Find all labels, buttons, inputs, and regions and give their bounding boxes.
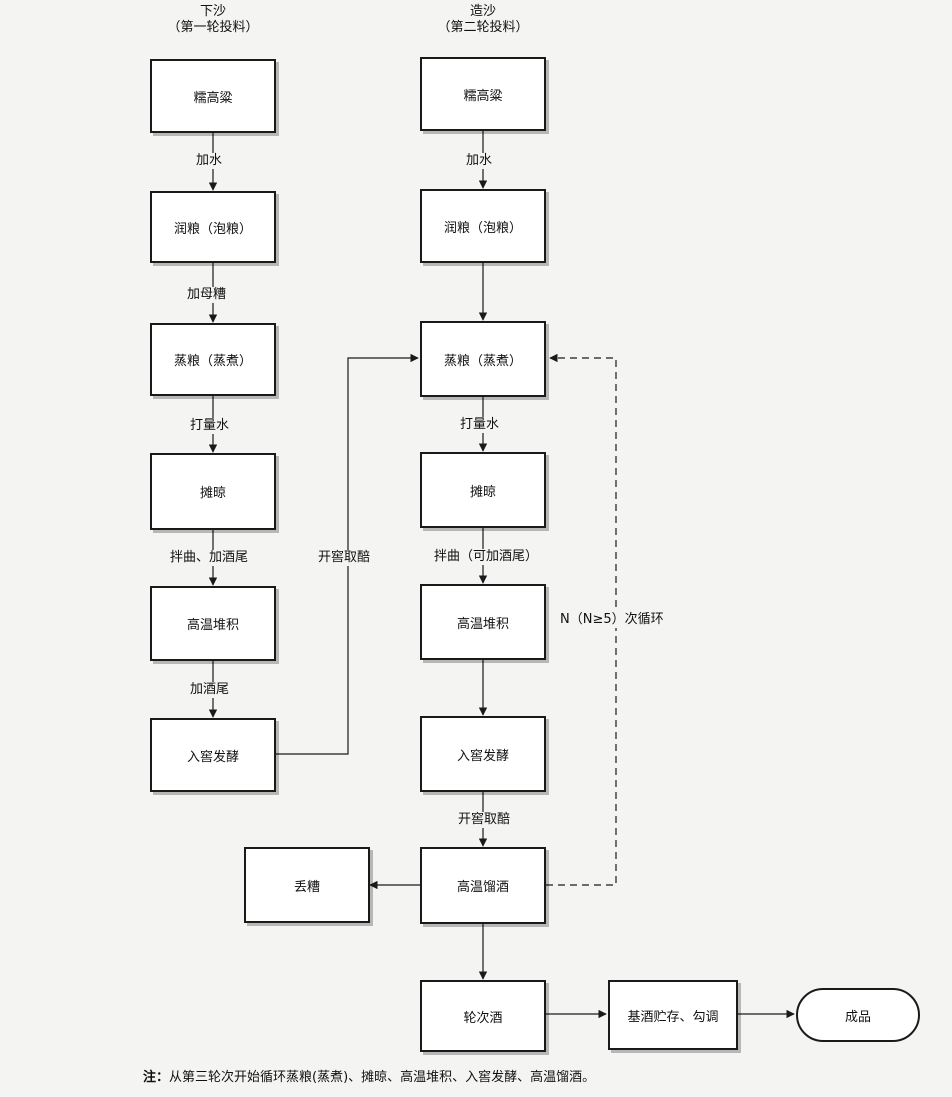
left-label-tail: 加酒尾 xyxy=(190,682,230,698)
storage-box: 基酒贮存、勾调 xyxy=(608,980,738,1050)
right-step-soak: 润粮（泡粮） xyxy=(420,189,546,263)
right-header-sub: （第二轮投料） xyxy=(437,20,529,35)
left-step-steam: 蒸粮（蒸煮） xyxy=(150,323,276,396)
product-terminal: 成品 xyxy=(796,988,920,1042)
left-label-koji-tail: 拌曲、加酒尾 xyxy=(170,550,249,566)
footnote-prefix: 注： xyxy=(143,1070,170,1085)
right-step-spread: 摊晾 xyxy=(420,452,546,528)
left-step-ferment: 入窖发酵 xyxy=(150,718,276,792)
right-step-steam: 蒸粮（蒸煮） xyxy=(420,321,546,397)
right-header: 造沙 （第二轮投料） xyxy=(433,4,533,36)
left-label-open-cellar: 开窖取醅 xyxy=(318,550,371,566)
left-step-sorghum: 糯高粱 xyxy=(150,59,276,133)
right-label-water: 加水 xyxy=(466,153,493,169)
left-label-mother-grain: 加母糟 xyxy=(187,287,227,303)
left-step-spread: 摊晾 xyxy=(150,453,276,530)
right-label-open-cellar: 开窖取醅 xyxy=(458,812,511,828)
right-step-sorghum: 糯高粱 xyxy=(420,57,546,131)
right-step-round-liquor: 轮次酒 xyxy=(420,980,546,1052)
loop-dashed-line xyxy=(546,353,617,886)
right-label-koji: 拌曲（可加酒尾） xyxy=(434,549,539,565)
right-header-title: 造沙 xyxy=(469,4,496,19)
left-header-title: 下沙 xyxy=(199,4,226,19)
left-header: 下沙 （第一轮投料） xyxy=(163,4,263,36)
left-step-stack: 高温堆积 xyxy=(150,586,276,661)
left-step-soak: 润粮（泡粮） xyxy=(150,191,276,263)
right-step-ferment: 入窖发酵 xyxy=(420,716,546,792)
footnote: 注：从第三轮次开始循环蒸粮(蒸煮)、摊晾、高温堆积、入窖发酵、高温馏酒。 xyxy=(143,1066,595,1085)
left-header-sub: （第一轮投料） xyxy=(167,20,259,35)
left-label-measure-water: 打量水 xyxy=(190,418,230,434)
loop-label: N（N≥5）次循环 xyxy=(560,612,664,628)
right-step-stack: 高温堆积 xyxy=(420,584,546,660)
right-label-measure-water: 打量水 xyxy=(460,417,500,433)
footnote-text: 从第三轮次开始循环蒸粮(蒸煮)、摊晾、高温堆积、入窖发酵、高温馏酒。 xyxy=(169,1070,596,1085)
discard-box: 丢糟 xyxy=(244,847,370,923)
right-step-distill: 高温馏酒 xyxy=(420,847,546,924)
left-label-water: 加水 xyxy=(196,153,223,169)
